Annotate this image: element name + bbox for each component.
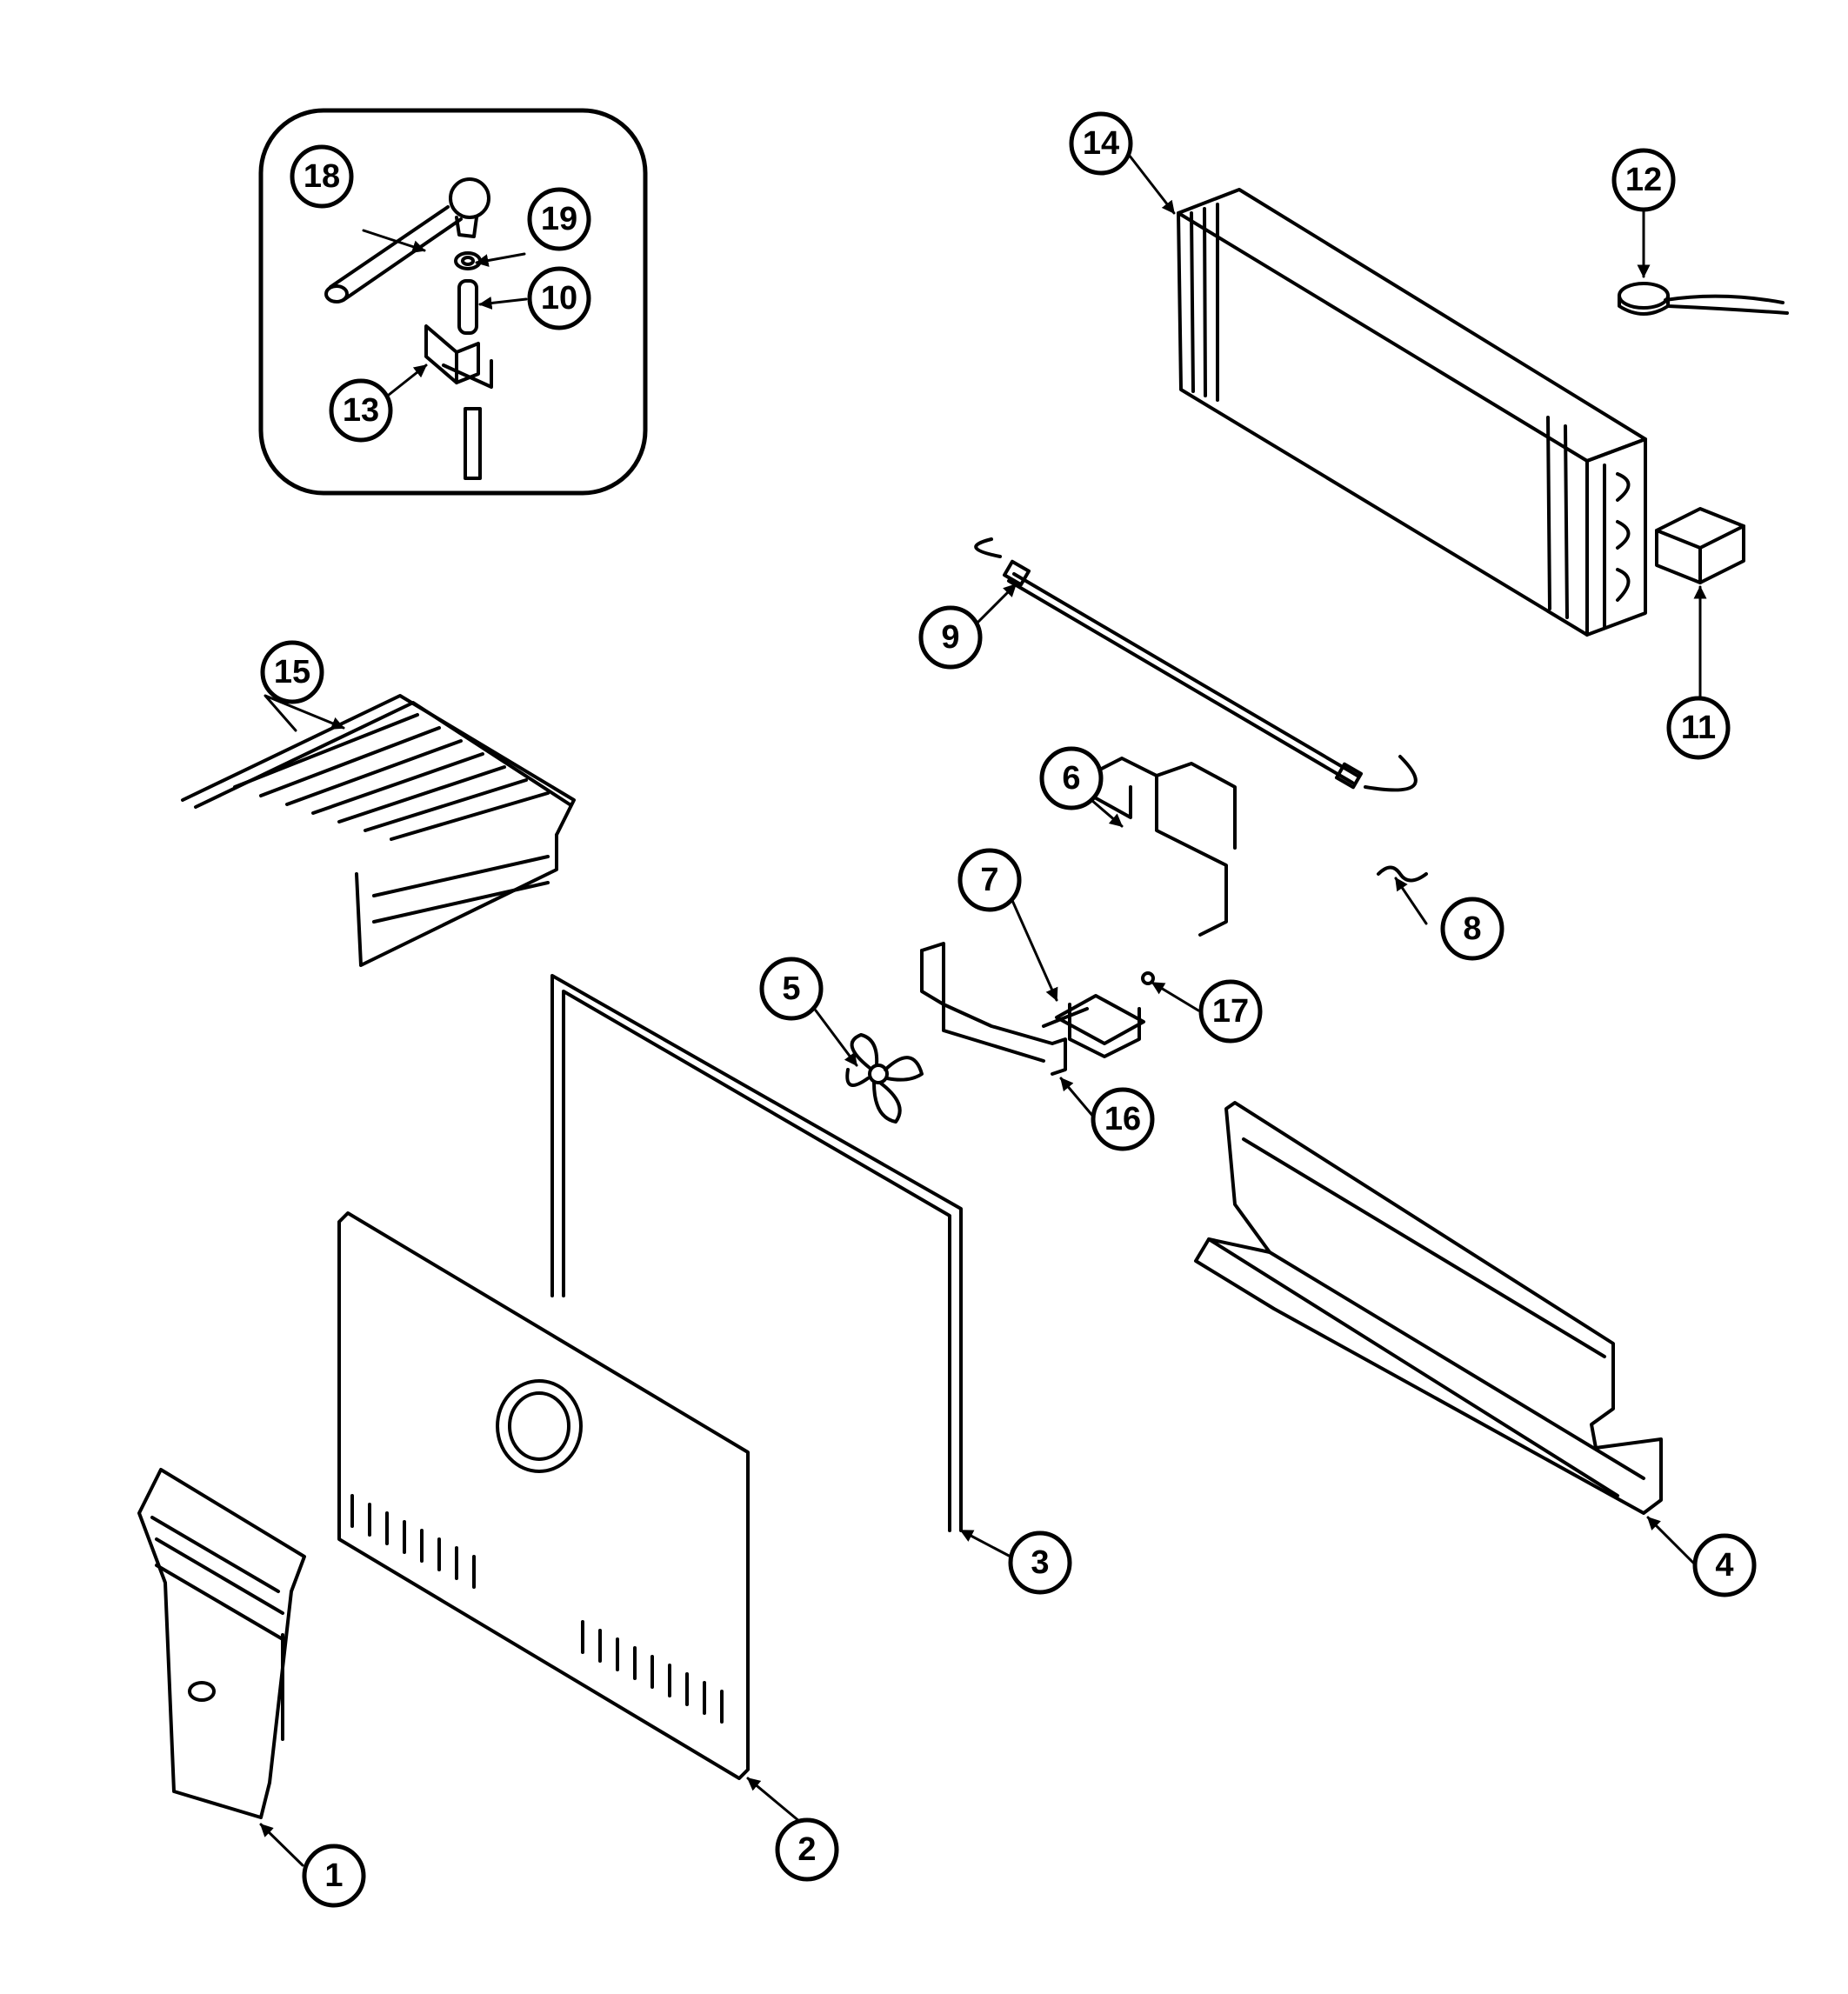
callout-12-label: 12	[1625, 162, 1662, 198]
callout-1-label: 1	[324, 1857, 343, 1894]
callout-16-label: 16	[1104, 1101, 1141, 1137]
part-3-gasket	[550, 974, 963, 1532]
callout-11-label: 11	[1681, 710, 1716, 746]
callout-5-label: 5	[782, 970, 800, 1007]
callout-8-circle	[1440, 897, 1504, 961]
callout-7-circle	[957, 848, 1022, 912]
callout-14-circle	[1069, 111, 1133, 176]
callout-18-circle	[290, 144, 354, 209]
callout-2-circle	[775, 1817, 839, 1882]
callout-18-label: 18	[304, 158, 340, 195]
callout-17-circle	[1198, 979, 1263, 1044]
part-4-drain-trough	[1194, 1101, 1663, 1515]
callout-2-label: 2	[797, 1831, 816, 1868]
callout-15-label: 15	[274, 654, 310, 690]
part-15-wire-shelf	[181, 694, 576, 967]
callout-19-label: 19	[541, 201, 577, 237]
leader-lines	[259, 142, 1707, 1867]
part-18-tube	[324, 177, 490, 303]
callout-19-circle	[527, 187, 591, 251]
callout-1-circle	[302, 1844, 366, 1908]
callout-9-label: 9	[941, 619, 959, 656]
callout-3-circle	[1008, 1531, 1072, 1595]
callout-5-circle	[759, 957, 824, 1021]
part-5-fan-blade	[845, 1033, 924, 1124]
callout-13-circle	[329, 378, 393, 443]
part-12-thermostat	[1618, 282, 1789, 316]
callout-10-circle	[527, 266, 591, 330]
callout-6-circle	[1039, 746, 1104, 810]
detail-inset-box	[258, 108, 648, 496]
part-7-motor	[1042, 994, 1145, 1058]
callout-13-label: 13	[343, 392, 379, 429]
part-10-tube-piece	[457, 279, 478, 335]
callout-17-label: 17	[1212, 993, 1249, 1030]
callout-6-label: 6	[1062, 760, 1080, 797]
part-14-evaporator	[1177, 188, 1647, 637]
callout-14-label: 14	[1083, 125, 1119, 162]
callout-7-label: 7	[980, 862, 998, 898]
part-8-clip	[1377, 865, 1428, 883]
callout-4-circle	[1692, 1533, 1757, 1597]
part-13-clip	[424, 324, 493, 480]
callout-10-label: 10	[541, 280, 577, 317]
part-16-bracket	[920, 942, 1067, 1076]
part-9-heater-rod	[974, 537, 1418, 792]
callout-15-circle	[260, 640, 324, 704]
callout-3-label: 3	[1031, 1544, 1049, 1581]
part-17-ball	[1141, 971, 1155, 985]
callout-4-label: 4	[1715, 1547, 1733, 1584]
callout-12-circle	[1611, 148, 1676, 212]
callout-9-circle	[918, 605, 983, 670]
callout-16-circle	[1091, 1087, 1155, 1151]
part-2-panel	[337, 1211, 750, 1780]
part-11-terminal-block	[1655, 507, 1745, 584]
callout-8-label: 8	[1463, 910, 1481, 947]
callout-11-circle	[1666, 696, 1731, 760]
part-1-vent-cover	[137, 1468, 306, 1819]
